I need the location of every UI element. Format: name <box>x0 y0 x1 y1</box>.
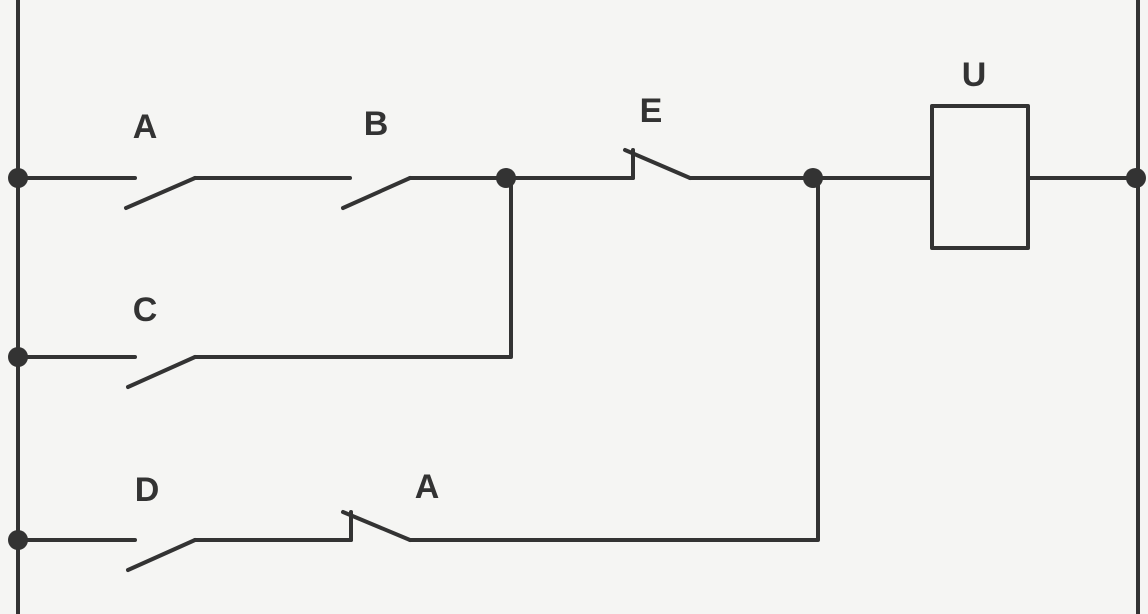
rung-3 <box>16 176 820 572</box>
contact-c-normally-open <box>126 355 197 389</box>
junction-dot <box>8 530 28 550</box>
junction-dot <box>496 168 516 188</box>
contact-a-normally-open <box>124 176 197 210</box>
label-contact-b: B <box>363 105 389 143</box>
label-contact-d: D <box>134 471 160 509</box>
label-contact-a-bottom: A <box>414 468 440 506</box>
contact-a-normally-closed <box>341 510 412 542</box>
junction-dot <box>8 168 28 188</box>
label-contact-c: C <box>132 291 158 329</box>
contact-d-normally-open <box>126 538 197 572</box>
junction-dot <box>1126 168 1146 188</box>
label-contact-a-top: A <box>132 108 158 146</box>
junction-dot <box>803 168 823 188</box>
contact-b-normally-open <box>341 176 412 210</box>
junction-dot <box>8 347 28 367</box>
rung-1 <box>16 104 1140 250</box>
label-contact-e: E <box>639 92 663 130</box>
rung-2 <box>16 176 513 389</box>
contact-e-normally-closed <box>623 148 692 180</box>
coil-u-box <box>930 104 1030 250</box>
label-coil-u: U <box>961 56 987 94</box>
